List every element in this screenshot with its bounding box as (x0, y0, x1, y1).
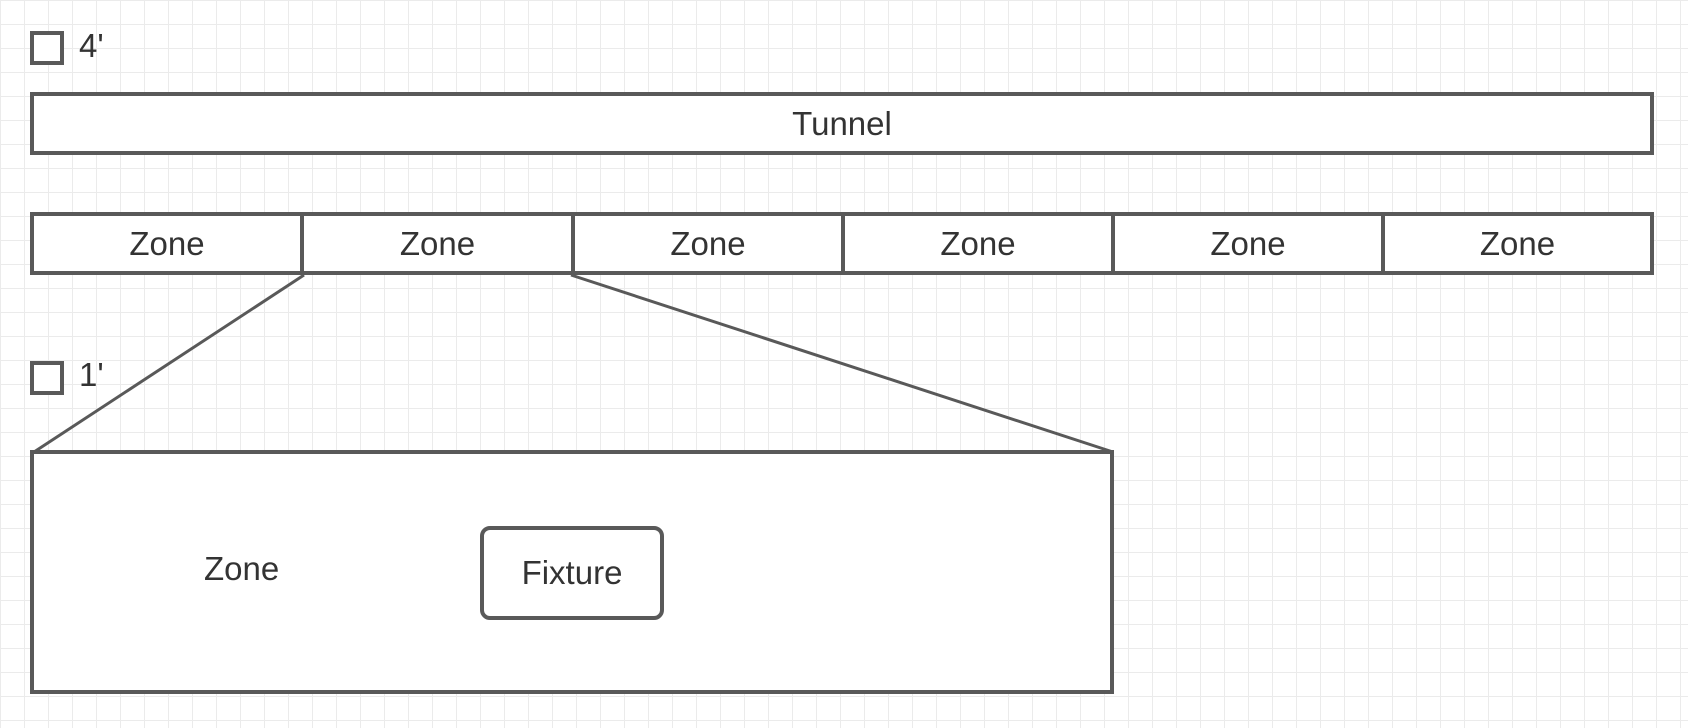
fixture-block[interactable]: Fixture (480, 526, 664, 620)
zone-label-5: Zone (1210, 224, 1286, 262)
fixture-label: Fixture (521, 554, 623, 591)
zone-block-2[interactable]: Zone (300, 212, 575, 275)
zone-label-3: Zone (670, 224, 746, 262)
scale-1ft-swatch (30, 361, 64, 395)
zoom-connector-left (33, 273, 305, 454)
zone-label-2: Zone (399, 224, 476, 262)
scale-4ft-label: 4' (79, 27, 104, 64)
zone-block-3[interactable]: Zone (571, 212, 845, 275)
detail-zone-block[interactable] (30, 450, 1114, 694)
zoom-connector-right (570, 273, 1114, 454)
zone-block-5[interactable]: Zone (1111, 212, 1385, 275)
zone-block-4[interactable]: Zone (841, 212, 1115, 275)
detail-zone-label: Zone (204, 550, 280, 587)
tunnel-block[interactable]: Tunnel (30, 92, 1654, 155)
scale-4ft-swatch (30, 31, 64, 65)
zone-label-4: Zone (940, 224, 1016, 262)
scale-1ft-label: 1' (79, 356, 104, 393)
zone-block-6[interactable]: Zone (1381, 212, 1654, 275)
zone-label-1: Zone (129, 224, 205, 262)
tunnel-label: Tunnel (792, 104, 892, 142)
zone-label-6: Zone (1479, 224, 1556, 262)
